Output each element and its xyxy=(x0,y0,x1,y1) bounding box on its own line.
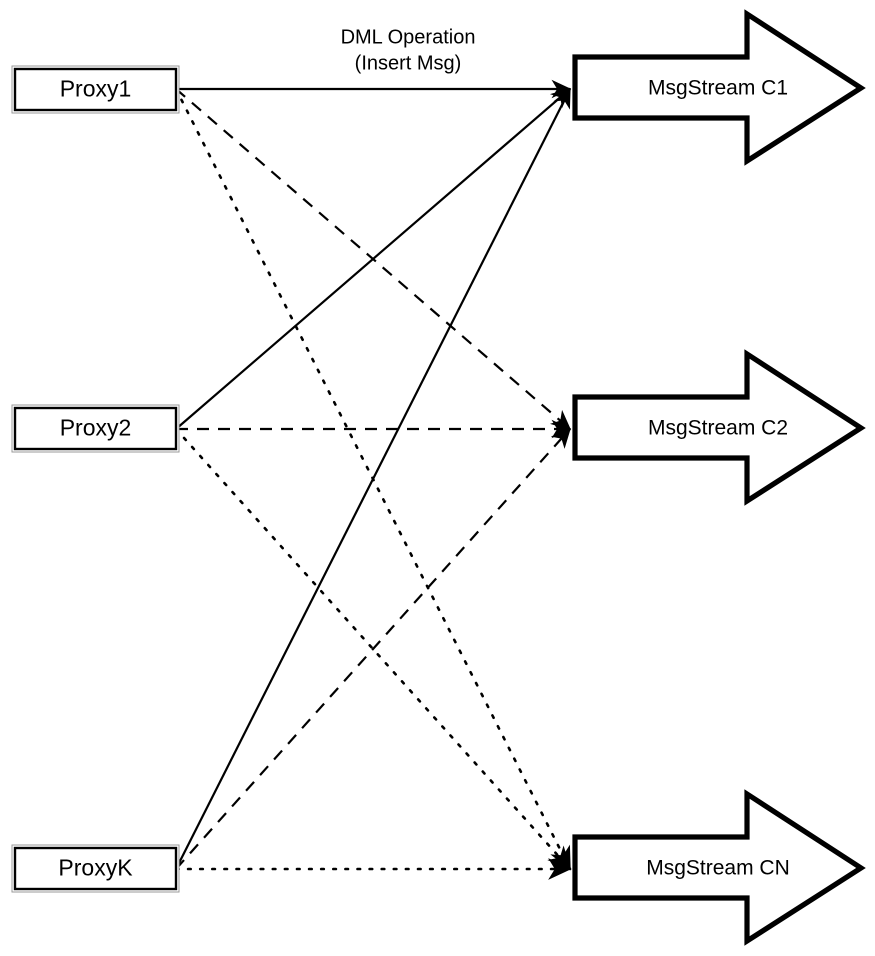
node-proxy1[interactable]: Proxy1 xyxy=(11,65,180,114)
edge-label-dml-operation: DML Operation (Insert Msg) xyxy=(341,26,476,74)
msgstream-c1-label: MsgStream C1 xyxy=(648,77,788,100)
node-msgstream-c1[interactable]: MsgStream C1 xyxy=(572,9,866,166)
proxies-layer: Proxy1 Proxy2 ProxyK xyxy=(11,65,180,893)
edge-label-line1: DML Operation xyxy=(341,26,476,48)
node-proxyk[interactable]: ProxyK xyxy=(11,844,180,893)
proxy2-box[interactable] xyxy=(13,406,178,451)
edge-proxy2-to-stream-c1[interactable] xyxy=(175,88,571,430)
msgstream-cn-label: MsgStream CN xyxy=(646,857,790,880)
proxy2-label: Proxy2 xyxy=(60,415,132,441)
node-proxy2[interactable]: Proxy2 xyxy=(11,404,180,453)
streams-layer: MsgStream C1 MsgStream C2 MsgStream CN xyxy=(572,9,866,946)
proxyk-box[interactable] xyxy=(13,846,178,891)
edges-layer xyxy=(174,79,572,880)
edge-proxyk-to-stream-c2[interactable] xyxy=(175,428,571,870)
msgstream-c2-label: MsgStream C2 xyxy=(648,417,788,440)
proxy1-box[interactable] xyxy=(13,67,178,112)
msgstream-cn-arrow-shape[interactable] xyxy=(572,789,866,946)
msgstream-c1-arrow-shape[interactable] xyxy=(572,9,866,166)
proxy1-label: Proxy1 xyxy=(60,76,132,102)
msgstream-c2-arrow-shape[interactable] xyxy=(572,349,866,506)
edge-proxy2-to-stream-cn[interactable] xyxy=(174,427,572,871)
edge-proxyk-to-stream-c1[interactable] xyxy=(175,87,571,870)
proxyk-label: ProxyK xyxy=(58,855,133,881)
node-msgstream-cn[interactable]: MsgStream CN xyxy=(572,789,866,946)
node-msgstream-c2[interactable]: MsgStream C2 xyxy=(572,349,866,506)
edge-label-line2: (Insert Msg) xyxy=(355,52,462,74)
